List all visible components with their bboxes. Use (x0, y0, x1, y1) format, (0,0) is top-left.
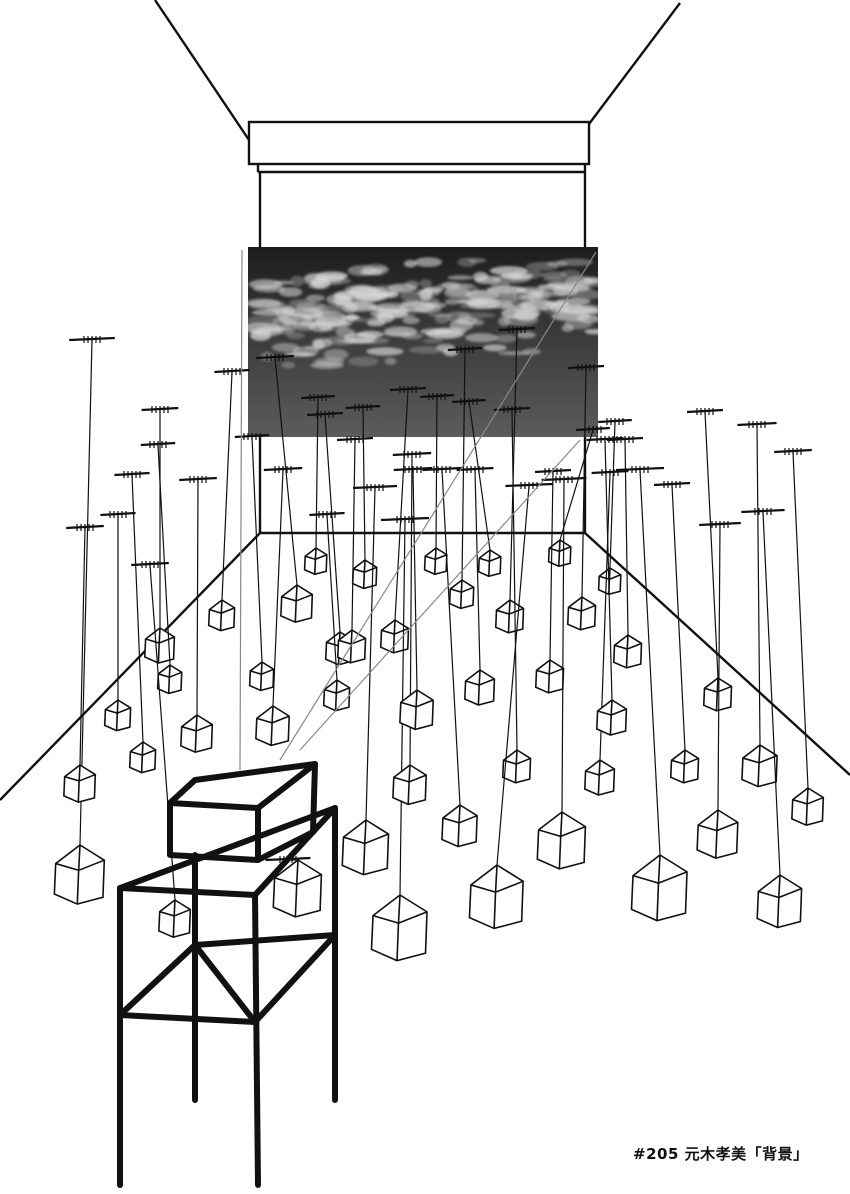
hanging-house (447, 346, 483, 610)
projector-stand (117, 761, 338, 1188)
hanging-house (468, 482, 553, 930)
hanging-house (456, 466, 496, 706)
hanging-house (63, 524, 104, 804)
hanging-house (586, 436, 628, 736)
hanging-house (301, 394, 335, 576)
room-structure (0, 0, 850, 801)
hanging-house (452, 398, 502, 578)
artwork-caption: #205 元木孝美「背景」 (633, 1145, 809, 1163)
floor-edge-left (0, 532, 261, 801)
projection-lines (239, 249, 597, 771)
hanging-house (737, 421, 778, 788)
hanging-house (615, 466, 688, 922)
hanging-house (422, 466, 478, 848)
hanging-house (53, 336, 115, 905)
hanging-house (100, 511, 136, 732)
hanging-house (341, 484, 398, 876)
hanging-house (256, 354, 314, 624)
hanging-house (493, 406, 532, 784)
hanging-house (696, 521, 741, 859)
hanging-house (207, 368, 250, 632)
hanging-house (379, 386, 427, 654)
hanging-house (547, 426, 610, 568)
hanging-house (336, 436, 374, 664)
ceiling-beam (247, 120, 591, 166)
hanging-house (536, 476, 587, 870)
sky-photograph (248, 247, 598, 437)
hanging-house (141, 406, 179, 664)
hanging-house (114, 471, 157, 774)
hanging-house (265, 856, 323, 918)
hanging-house (370, 516, 430, 962)
hanging-house (566, 364, 605, 631)
hanging-house (179, 476, 217, 754)
hanging-houses (53, 326, 825, 962)
hanging-house (393, 466, 435, 731)
hanging-house (306, 411, 355, 666)
hanging-house (774, 448, 825, 827)
hanging-house (255, 466, 303, 747)
hanging-house (234, 433, 275, 692)
ceiling-edge-right (588, 2, 681, 125)
hanging-house (494, 326, 536, 634)
ceiling-edge-left (154, 0, 250, 141)
hanging-house (606, 436, 644, 669)
hanging-house (653, 481, 700, 784)
hanging-house (686, 408, 733, 712)
hanging-house (741, 508, 803, 929)
hanging-house (534, 468, 572, 694)
